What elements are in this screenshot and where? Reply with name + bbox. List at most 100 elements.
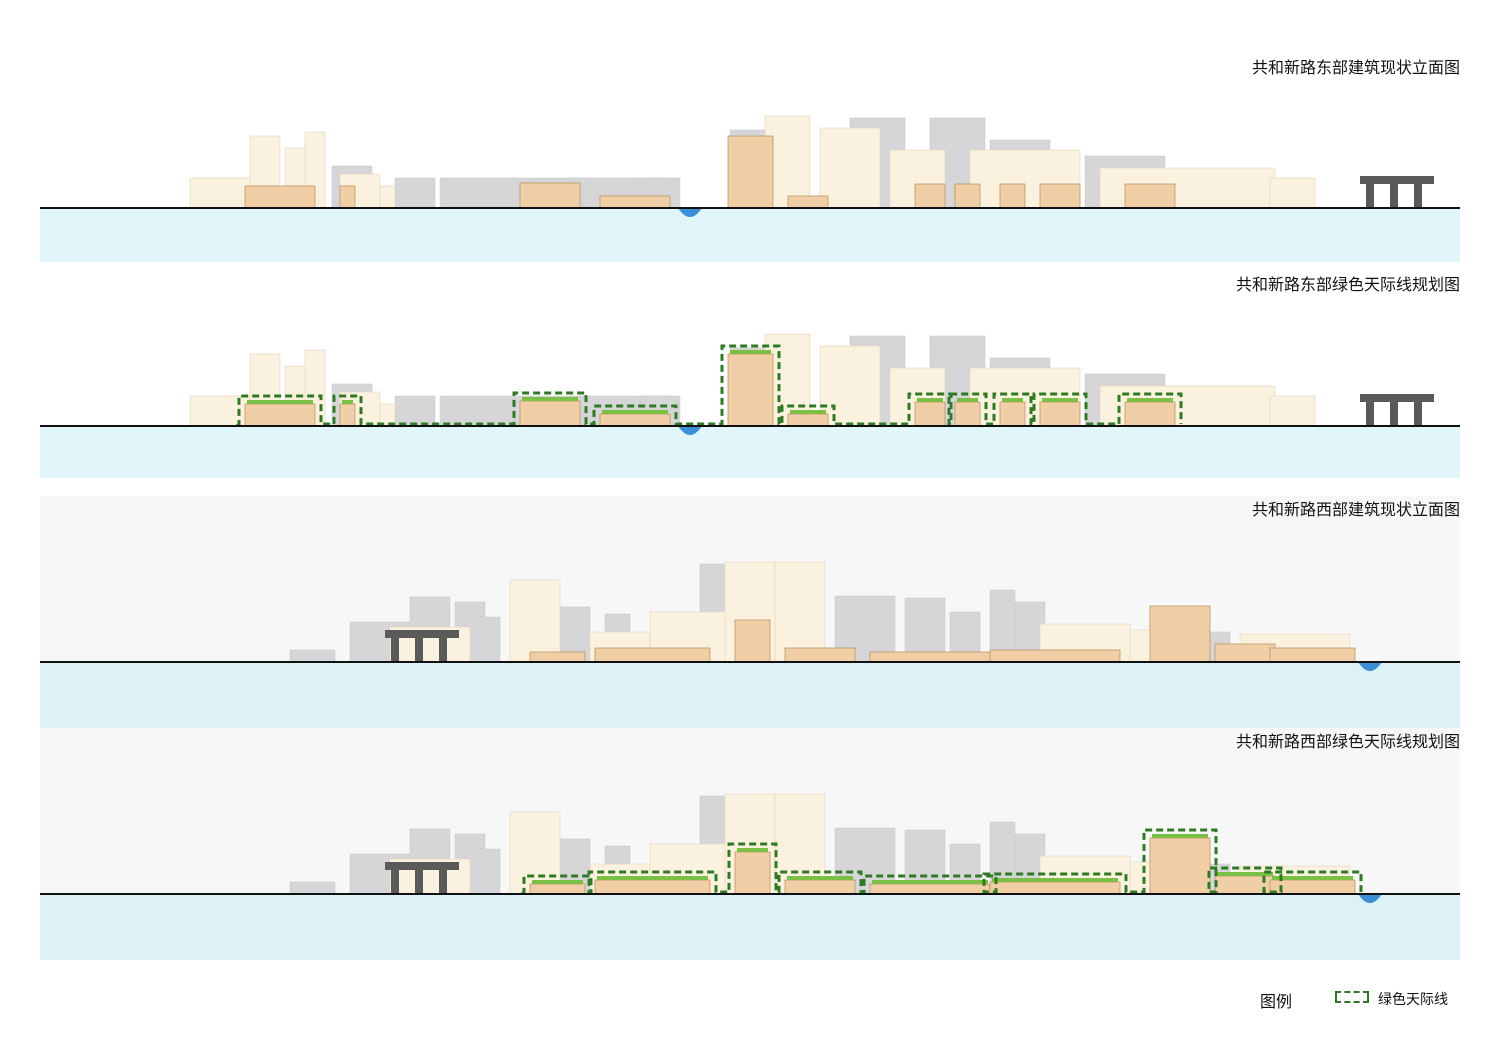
building-background	[904, 597, 946, 663]
building-foreground	[914, 183, 946, 209]
building-midground	[774, 561, 826, 663]
building-foreground	[999, 183, 1026, 209]
panel-title: 共和新路东部绿色天际线规划图	[1235, 275, 1460, 294]
building-foreground	[869, 883, 991, 895]
building-foreground	[1214, 643, 1276, 663]
roof-greenery	[597, 876, 708, 880]
building-foreground	[787, 413, 829, 427]
building-foreground	[727, 135, 774, 209]
roof-greenery	[247, 400, 313, 404]
building-foreground	[784, 879, 856, 895]
panel-title: 共和新路西部绿色天际线规划图	[1235, 732, 1460, 751]
building-foreground	[1214, 875, 1276, 895]
elevation-drawing	[40, 115, 1460, 262]
building-background	[479, 848, 501, 895]
elevated-road-pier	[1414, 182, 1422, 208]
roof-greenery	[1272, 876, 1353, 880]
building-foreground	[529, 651, 586, 663]
building-background	[289, 649, 336, 663]
legend: 图例 绿色天际线	[1255, 985, 1465, 1015]
legend-item-label: 绿色天际线	[1378, 992, 1448, 1008]
elevated-road-pier	[1366, 400, 1374, 426]
elevated-road-deck	[1360, 394, 1434, 402]
building-background	[289, 881, 336, 895]
panel-title: 共和新路西部建筑现状立面图	[1251, 500, 1460, 519]
building-foreground	[519, 182, 581, 209]
roof-greenery	[602, 410, 668, 414]
elevated-road-pier	[1390, 400, 1398, 426]
green-skyline-swatch-icon	[1335, 991, 1369, 1003]
panel-title: 共和新路东部建筑现状立面图	[1251, 58, 1460, 77]
building-foreground	[244, 185, 316, 209]
elevated-road-pier	[439, 868, 447, 894]
building-midground	[819, 345, 881, 427]
building-foreground	[914, 401, 946, 427]
elevation-panel-east-existing: 共和新路东部建筑现状立面图	[40, 50, 1460, 262]
legend-title: 图例	[1260, 992, 1293, 1011]
roof-greenery	[917, 398, 943, 402]
building-foreground	[727, 353, 774, 427]
building-foreground	[787, 195, 829, 209]
building-foreground	[529, 883, 586, 895]
roof-greenery	[522, 397, 578, 401]
roof-greenery	[790, 410, 826, 414]
elevation-panel-east-planned: 共和新路东部绿色天际线规划图	[40, 268, 1460, 478]
roof-greenery	[872, 880, 988, 884]
building-foreground	[594, 647, 711, 663]
building-foreground	[339, 403, 356, 427]
building-foreground	[599, 195, 671, 209]
river-section	[678, 426, 702, 435]
elevation-panel-west-existing: 共和新路西部建筑现状立面图	[40, 496, 1460, 728]
elevated-road-pier	[415, 636, 423, 662]
building-foreground	[1124, 401, 1176, 427]
elevation-panel-west-planned: 共和新路西部绿色天际线规划图	[40, 728, 1460, 960]
building-background	[394, 177, 436, 209]
elevated-road-pier	[439, 636, 447, 662]
roof-greenery	[730, 350, 771, 354]
roof-greenery	[957, 398, 978, 402]
building-midground	[819, 127, 881, 209]
building-foreground	[784, 647, 856, 663]
elevation-drawing	[40, 561, 1460, 728]
green-skyline-outline	[520, 828, 1363, 896]
elevated-road-pier	[1366, 182, 1374, 208]
building-midground	[509, 579, 561, 663]
water-band	[40, 894, 1460, 960]
elevated-road-deck	[385, 862, 459, 870]
roof-greenery	[1217, 872, 1273, 876]
building-foreground	[1124, 183, 1176, 209]
building-foreground	[594, 879, 711, 895]
water-band	[40, 662, 1460, 728]
building-foreground	[999, 401, 1026, 427]
building-foreground	[1269, 879, 1356, 895]
building-foreground	[339, 185, 356, 209]
water-band	[40, 208, 1460, 262]
building-foreground	[1149, 837, 1211, 895]
building-foreground	[1039, 183, 1081, 209]
river-section	[678, 208, 702, 217]
building-foreground	[519, 400, 581, 427]
building-foreground	[599, 413, 671, 427]
building-background	[394, 395, 436, 427]
water-band	[40, 426, 1460, 478]
building-foreground	[734, 851, 771, 895]
building-foreground	[954, 401, 981, 427]
roof-greenery	[1002, 398, 1023, 402]
building-background	[479, 616, 501, 663]
building-foreground	[954, 183, 981, 209]
roof-greenery	[992, 878, 1118, 882]
roof-greenery	[737, 848, 768, 852]
river-section	[1358, 894, 1382, 903]
building-midground	[1269, 177, 1316, 209]
roof-greenery	[787, 876, 853, 880]
roof-greenery	[532, 880, 583, 884]
building-foreground	[244, 403, 316, 427]
green-skyline-outline	[235, 344, 1183, 428]
roof-greenery	[1152, 834, 1208, 838]
roof-greenery	[342, 400, 353, 404]
elevation-drawing	[40, 333, 1460, 478]
building-foreground	[734, 619, 771, 663]
elevated-road-pier	[415, 868, 423, 894]
elevated-road-pier	[391, 636, 399, 662]
building-foreground	[1039, 401, 1081, 427]
